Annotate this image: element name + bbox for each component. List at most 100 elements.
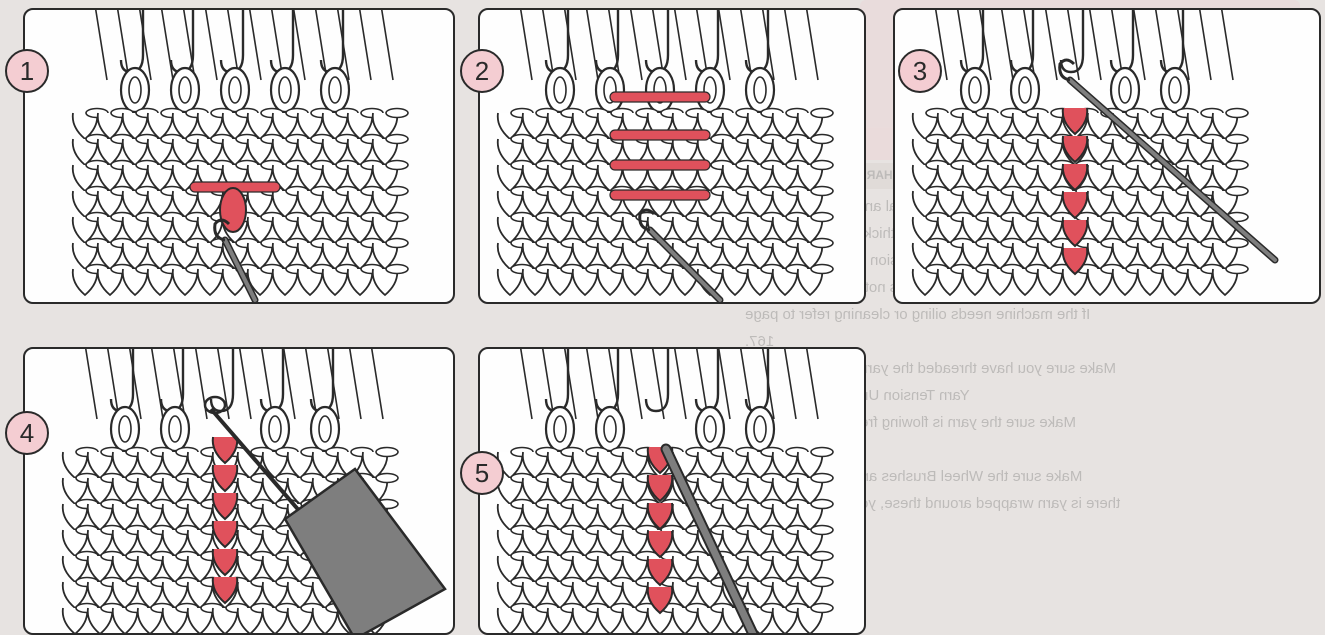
stitch-loop-inner bbox=[269, 416, 281, 442]
knit-bar bbox=[811, 526, 833, 535]
needle-hook-icon bbox=[1011, 10, 1033, 72]
stitch-loop-inner bbox=[319, 416, 331, 442]
needle-line bbox=[674, 10, 686, 80]
knit-bar bbox=[376, 474, 398, 483]
needle-line bbox=[1089, 10, 1101, 80]
needle-line bbox=[784, 349, 796, 419]
step-panel-2 bbox=[478, 8, 866, 304]
needle-line bbox=[381, 10, 393, 80]
stitch-loop-inner bbox=[329, 77, 341, 103]
stitch-loop-inner bbox=[229, 77, 241, 103]
stitch-loop-inner bbox=[169, 416, 181, 442]
stitch-loop-inner bbox=[179, 77, 191, 103]
needle-hook-icon bbox=[961, 10, 983, 72]
stitch-loop-inner bbox=[754, 77, 766, 103]
knit-bar bbox=[811, 578, 833, 587]
dropped-stitch-bar bbox=[610, 160, 710, 170]
stitch-loop-inner bbox=[1119, 77, 1131, 103]
stitch-loop-inner bbox=[604, 416, 616, 442]
step-number-badge: 3 bbox=[898, 49, 942, 93]
stitch-loop-inner bbox=[1019, 77, 1031, 103]
knit-bar bbox=[811, 187, 833, 196]
knit-bar bbox=[1226, 109, 1248, 118]
latched-stitch bbox=[1063, 136, 1088, 162]
knit-bar bbox=[386, 109, 408, 118]
needle-hook-icon bbox=[596, 349, 618, 411]
needle-hook-icon bbox=[171, 10, 193, 72]
needle-line bbox=[293, 10, 305, 80]
stitch-loop-inner bbox=[754, 416, 766, 442]
needle-hook-icon bbox=[546, 349, 568, 411]
needle-line bbox=[586, 349, 598, 419]
needle-line bbox=[1221, 10, 1233, 80]
knitting-illustration bbox=[25, 349, 453, 633]
knit-bar bbox=[811, 500, 833, 509]
knit-bar bbox=[811, 265, 833, 274]
dropped-stitch-bar bbox=[610, 92, 710, 102]
needle-hook-icon bbox=[111, 349, 133, 411]
needle-line bbox=[520, 349, 532, 419]
knit-bar bbox=[1226, 161, 1248, 170]
knit-bar bbox=[386, 239, 408, 248]
knit-bar bbox=[811, 552, 833, 561]
knit-bar bbox=[1226, 239, 1248, 248]
knit-bar bbox=[386, 213, 408, 222]
needle-line bbox=[359, 10, 371, 80]
knit-bar bbox=[811, 474, 833, 483]
needle-line bbox=[349, 349, 361, 419]
needle-line bbox=[239, 349, 251, 419]
knit-bar bbox=[811, 604, 833, 613]
dropped-stitch-bar bbox=[610, 190, 710, 200]
knit-bar bbox=[811, 213, 833, 222]
needle-hook-icon bbox=[121, 10, 143, 72]
needle-line bbox=[95, 10, 107, 80]
knitting-illustration bbox=[480, 10, 864, 302]
step-number-badge: 4 bbox=[5, 411, 49, 455]
step-number-badge: 5 bbox=[460, 451, 504, 495]
knit-bar bbox=[1226, 187, 1248, 196]
needle-line bbox=[283, 349, 295, 419]
needle-line bbox=[1199, 10, 1211, 80]
needle-line bbox=[1133, 10, 1145, 80]
needle-line bbox=[371, 349, 383, 419]
needle-line bbox=[85, 349, 97, 419]
stitch-loop-inner bbox=[279, 77, 291, 103]
needle-line bbox=[674, 349, 686, 419]
needle-hook-icon bbox=[696, 349, 718, 411]
knitting-illustration bbox=[895, 10, 1319, 302]
step-panel-3 bbox=[893, 8, 1321, 304]
knit-bar bbox=[386, 135, 408, 144]
needle-line bbox=[784, 10, 796, 80]
knit-bar bbox=[811, 239, 833, 248]
needle-line bbox=[630, 10, 642, 80]
needle-line bbox=[161, 10, 173, 80]
needle-hook-icon bbox=[161, 349, 183, 411]
needle-line bbox=[586, 10, 598, 80]
knit-bar bbox=[386, 187, 408, 196]
step-panel-4 bbox=[23, 347, 455, 635]
needle-hook-icon bbox=[271, 10, 293, 72]
needle-line bbox=[630, 349, 642, 419]
stitch-loop-inner bbox=[554, 416, 566, 442]
needle-hook-icon bbox=[1111, 10, 1133, 72]
step-panel-1 bbox=[23, 8, 455, 304]
needle-hook-icon bbox=[261, 349, 283, 411]
knit-bar bbox=[811, 448, 833, 457]
knit-bar bbox=[811, 161, 833, 170]
latched-stitch bbox=[648, 475, 673, 501]
stitch-loop-inner bbox=[969, 77, 981, 103]
step-number-badge: 1 bbox=[5, 49, 49, 93]
needle-line bbox=[151, 349, 163, 419]
dropped-stitch-loop bbox=[220, 188, 246, 232]
knit-bar bbox=[811, 109, 833, 118]
knit-bar bbox=[1226, 265, 1248, 274]
needle-hook-icon bbox=[696, 10, 718, 72]
needle-line bbox=[806, 10, 818, 80]
needle-hook-icon bbox=[546, 10, 568, 72]
needle-line bbox=[205, 10, 217, 80]
knit-bar bbox=[811, 135, 833, 144]
stitch-loop-inner bbox=[129, 77, 141, 103]
step-number-badge: 2 bbox=[460, 49, 504, 93]
knitting-illustration bbox=[25, 10, 453, 302]
needle-line bbox=[806, 349, 818, 419]
